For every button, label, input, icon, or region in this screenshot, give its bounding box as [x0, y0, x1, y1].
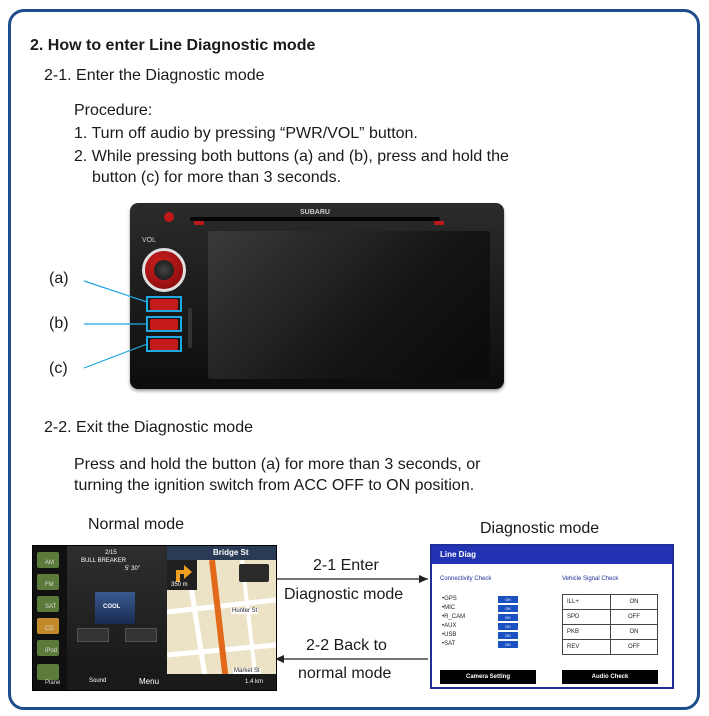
button-b	[150, 319, 178, 330]
conn-item: •R_CAM	[442, 614, 466, 620]
diag-title-bar: Line Diag	[432, 546, 672, 564]
prev-track-button	[77, 628, 109, 642]
nav-street-name: Bridge St	[213, 548, 249, 557]
procedure-step-2: 2. While pressing both buttons (a) and (…	[74, 148, 509, 165]
signal-name: PKB	[562, 624, 611, 640]
slot-indicator-left	[194, 221, 204, 225]
album-text: COOL	[103, 604, 121, 610]
callout-b: (b)	[49, 315, 69, 332]
album-art: COOL	[95, 592, 135, 624]
slot-indicator-right	[434, 221, 444, 225]
procedure-label: Procedure:	[74, 102, 153, 119]
pwr-vol-knob	[142, 248, 186, 292]
conn-item: •USB	[442, 632, 457, 638]
source-cd-label: CD	[45, 626, 54, 632]
button-a-highlight	[146, 296, 182, 312]
exit-text-1: Press and hold the button (a) for more t…	[74, 456, 481, 473]
plane-icon	[37, 664, 59, 680]
head-unit-illustration: SUBARU VOL	[130, 203, 504, 389]
cd-icon	[37, 618, 59, 634]
diag-title: Line Diag	[440, 550, 477, 559]
track-time: 5' 30"	[125, 566, 140, 572]
brand-label: SUBARU	[300, 209, 330, 216]
conn-status-ok: OK	[498, 605, 518, 612]
sound-button: Sound	[89, 678, 107, 684]
normal-mode-caption: Normal mode	[88, 516, 185, 533]
button-a	[150, 299, 178, 310]
source-sat-label: SAT	[45, 604, 57, 610]
map-street-label-2: Market St	[233, 668, 261, 674]
signal-name: SPD	[562, 609, 611, 625]
conn-item: •SAT	[442, 641, 456, 647]
source-sidebar: AM FM SAT CD iPod Plane	[33, 546, 67, 690]
signal-state: OFF	[609, 639, 659, 655]
signal-name: REV	[562, 639, 611, 655]
signal-state: OFF	[609, 609, 659, 625]
fm-icon	[37, 574, 59, 590]
conn-status-ok: OK	[498, 614, 518, 621]
diagnostic-mode-caption: Diagnostic mode	[480, 520, 600, 537]
camera-setting-button: Camera Setting	[440, 670, 536, 684]
keyboard-icon	[239, 564, 269, 582]
normal-mode-screen: AM FM SAT CD iPod Plane 2/15 BULL BREAKE…	[32, 545, 277, 691]
subsection-title-enter: 2-1. Enter the Diagnostic mode	[44, 67, 265, 84]
arrow-back-line1: 2-2 Back to	[306, 637, 387, 654]
section-title: 2. How to enter Line Diagnostic mode	[30, 37, 316, 54]
signal-state: ON	[609, 624, 659, 640]
nav-street-bar: Bridge St	[167, 546, 276, 560]
exit-text-2: turning the ignition switch from ACC OFF…	[74, 477, 475, 494]
arrow-enter-line2: Diagnostic mode	[284, 586, 404, 603]
table-row: ILL+ON	[562, 594, 659, 610]
vol-label: VOL	[142, 237, 157, 244]
callout-a: (a)	[49, 270, 69, 287]
vehicle-signal-header: Vehicle Signal Check	[562, 576, 619, 582]
button-c	[150, 339, 178, 350]
disc-slot	[190, 217, 440, 221]
turn-distance: 350 m	[171, 582, 188, 588]
subsection-title-exit: 2-2. Exit the Diagnostic mode	[44, 419, 253, 436]
next-track-button	[125, 628, 157, 642]
procedure-step-1: 1. Turn off audio by pressing “PWR/VOL” …	[74, 125, 418, 142]
conn-status-ok: OK	[498, 623, 518, 630]
conn-status-ok: OK	[498, 596, 518, 603]
callout-c: (c)	[49, 360, 68, 377]
source-fm-label: FM	[45, 582, 54, 588]
turn-right-arrow-icon	[176, 565, 192, 582]
audio-panel: 2/15 BULL BREAKER 5' 30" COOL	[67, 546, 167, 690]
source-ipod-label: iPod	[45, 648, 58, 654]
connectivity-header: Connectivity Check	[440, 576, 492, 582]
ipod-icon	[37, 640, 59, 656]
procedure-step-2-cont: button (c) for more than 3 seconds.	[92, 169, 342, 186]
power-indicator	[164, 212, 174, 222]
menu-button: Menu	[139, 677, 160, 686]
arrow-back-line2: normal mode	[298, 665, 392, 682]
bottom-bar: Sound Menu 1.4 km	[67, 674, 276, 690]
signal-state: ON	[609, 594, 659, 610]
conn-item: •MIC	[442, 605, 456, 611]
am-icon	[37, 552, 59, 568]
conn-item: •AUX	[442, 623, 457, 629]
track-title: BULL BREAKER	[81, 558, 127, 564]
sat-icon	[37, 596, 59, 612]
sd-slot	[188, 308, 192, 348]
conn-item: •GPS	[442, 596, 457, 602]
turn-arrow-panel: 350 m	[167, 560, 197, 590]
conn-status-ok: OK	[498, 641, 518, 648]
arrow-enter-line1: 2-1 Enter	[313, 557, 379, 574]
audio-check-button: Audio Check	[562, 670, 658, 684]
head-unit-screen	[208, 231, 490, 379]
remaining-distance: 1.4 km	[245, 679, 264, 685]
signal-name: ILL+	[562, 594, 611, 610]
source-plane-label: Plane	[45, 680, 61, 686]
map-street-label-1: Hunter St	[231, 608, 259, 614]
conn-status-ok: OK	[498, 632, 518, 639]
source-am-label: AM	[45, 560, 54, 566]
track-number: 2/15	[105, 550, 117, 556]
diagnostic-screen: Line Diag Connectivity Check Vehicle Sig…	[430, 544, 674, 689]
